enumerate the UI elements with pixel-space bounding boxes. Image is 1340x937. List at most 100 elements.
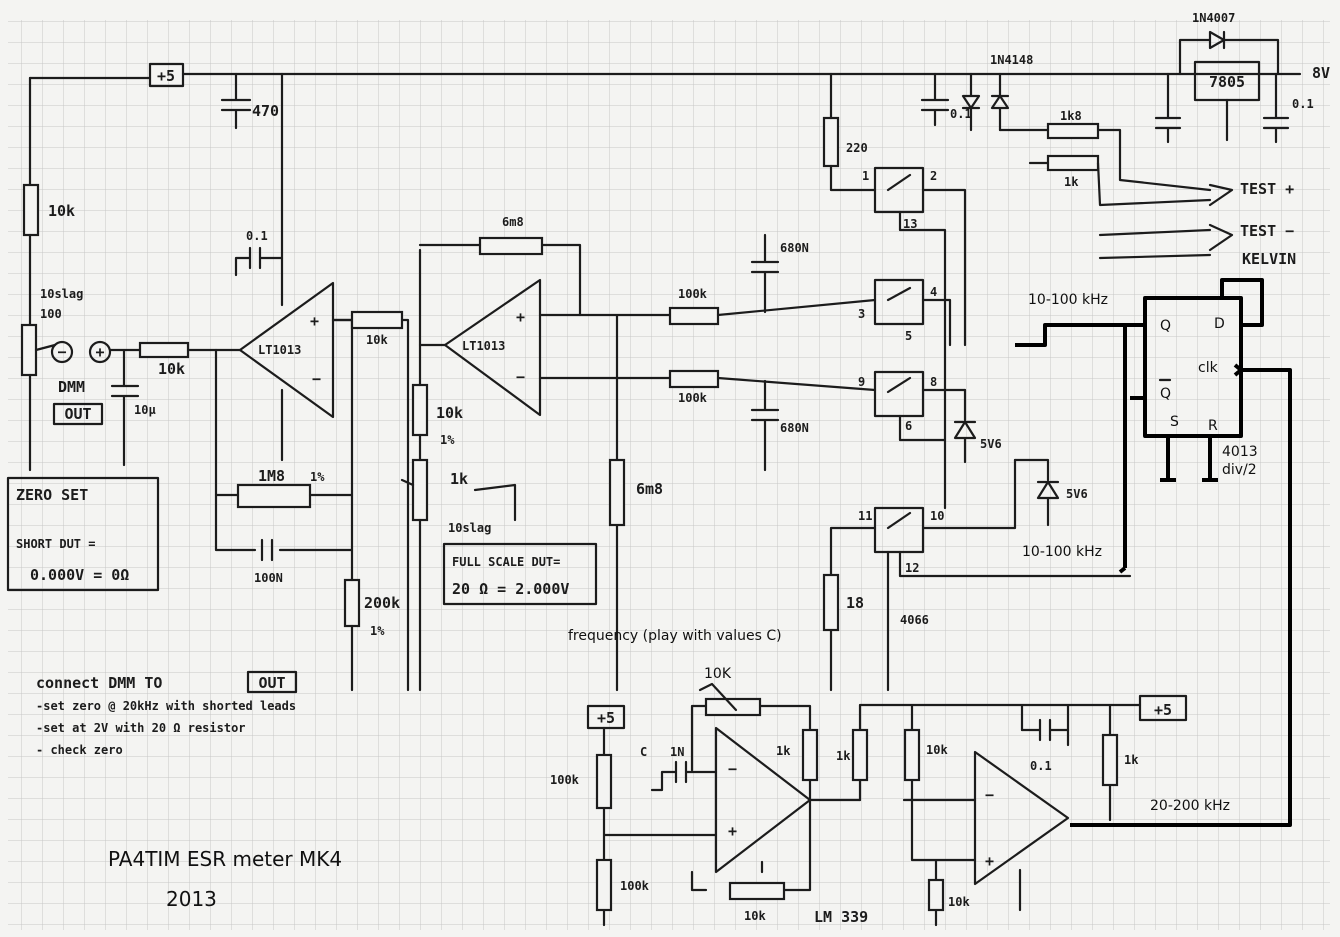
zero-set-box [6, 476, 160, 592]
resistor-1k-label: 1k [1064, 175, 1079, 189]
diodes-1n4148 [961, 72, 1010, 132]
pin-9: 9 [858, 375, 865, 389]
flipflop-qbar: Q [1160, 386, 1171, 402]
plus5-box-mid [586, 704, 626, 730]
freq-top-label: 10-100 kHz [1028, 292, 1108, 308]
plus5-box-right [1138, 694, 1188, 722]
resistor-1k-osc-a [801, 728, 819, 782]
schematic-title: PA4TIM ESR meter MK4 [108, 847, 342, 871]
resistor-6m8-fb [478, 236, 544, 256]
pin-11: 11 [858, 509, 872, 523]
resistor-10k-osc-b-label: 10k [948, 895, 970, 909]
pin-4: 4 [930, 285, 937, 299]
cap-680n-a-label: 680N [780, 241, 809, 255]
resistor-10k-stage2-tol: 1% [440, 433, 455, 447]
pot-1k-wiper [400, 478, 517, 522]
resistor-10k-top-label: 10k [48, 202, 75, 220]
pot-1k [411, 458, 429, 522]
zener-b-label: 5V6 [1066, 487, 1088, 501]
cap-value-label: 1N [670, 745, 684, 759]
zero-set-line1: SHORT DUT = [16, 537, 95, 551]
frequency-note: frequency (play with values C) [568, 628, 782, 644]
opamp1-triangle [238, 281, 335, 419]
resistor-1m8-label: 1M8 [258, 467, 285, 485]
resistor-200k-tol: 1% [370, 624, 385, 638]
comparator-label: LM 339 [814, 908, 868, 926]
plus5-label-right: +5 [1154, 701, 1172, 719]
resistor-1k-osc-b-label: 1k [836, 749, 851, 763]
comparator-a-plus: + [728, 822, 737, 840]
regulator-caps [1154, 72, 1290, 144]
resistor-1m8-tol: 1% [310, 470, 325, 484]
cap-680n-a [750, 233, 780, 314]
cap-01-c-label: 0.1 [1292, 97, 1314, 111]
freq-clk-label: 20-200 kHz [1150, 798, 1230, 814]
plus5-label-mid: +5 [597, 709, 615, 727]
resistor-10k-stage2-label: 10k [436, 404, 463, 422]
connect-line2: -set zero @ 20kHz with shorted leads [36, 699, 296, 713]
connect-out-label: OUT [258, 674, 285, 692]
flipflop-4013-box [1143, 296, 1243, 438]
resistor-10k-osc-b [927, 878, 945, 912]
full-scale-line2: 20 Ω = 2.000V [452, 580, 569, 598]
test-lead-wires [998, 128, 1234, 260]
resistor-100k-osc-a-label: 100k [550, 773, 580, 787]
pin-6: 6 [905, 419, 912, 433]
resistor-10k-osc-fb [728, 881, 786, 901]
resistor-1k-osc-c-label: 1k [1124, 753, 1139, 767]
zener-a [953, 388, 977, 464]
comparator-a-minus: − [728, 760, 737, 778]
pin-2: 2 [930, 169, 937, 183]
resistor-10k-osc-a [903, 728, 921, 782]
resistor-6m8-fb-wire [418, 243, 582, 317]
zero-set-line2: 0.000V = 0Ω [30, 566, 129, 584]
resistor-10k-link [350, 310, 404, 330]
flipflop-wiring [1015, 278, 1292, 827]
kelvin-label: KELVIN [1242, 250, 1296, 268]
resistor-100k-osc-a [595, 753, 613, 810]
osc-divider-wire [602, 726, 718, 927]
to-switch-wires [716, 298, 877, 392]
resistor-100k-a [668, 306, 720, 326]
full-scale-line1: FULL SCALE DUT= [452, 555, 560, 569]
cap-100n-label: 100N [254, 571, 283, 585]
graph-paper-grid [8, 20, 1330, 930]
dmm-out-label: OUT [64, 405, 91, 423]
dmm-label: DMM [58, 378, 85, 396]
pin-10: 10 [930, 509, 944, 523]
comparator-b-wiring [858, 703, 1142, 927]
switch-ic-label: 4066 [900, 613, 929, 627]
cap-680n-b [750, 379, 780, 472]
pot-100-wiper [28, 343, 57, 472]
cap-01-d-label: 0.1 [1030, 759, 1052, 773]
resistor-10k-input-label: 10k [158, 360, 185, 378]
resistor-1k-osc-b [851, 728, 869, 782]
resistor-1k [1046, 154, 1100, 172]
zener-b [1013, 458, 1060, 527]
dmm-out-box [52, 402, 104, 426]
pin-5: 5 [905, 329, 912, 343]
switch-4066-b [873, 278, 925, 326]
comparator-b-minus: − [985, 786, 994, 804]
pin-3: 3 [858, 307, 865, 321]
zener-a-label: 5V6 [980, 437, 1002, 451]
comparator-a-triangle [714, 726, 812, 874]
supply-rail-top [28, 72, 1302, 187]
flipflop-d: D [1214, 316, 1225, 332]
cap-680n-b-label: 680N [780, 421, 809, 435]
resistor-10k-input [138, 341, 190, 359]
diode-1n4007-label: 1N4007 [1192, 11, 1235, 25]
connect-line1: connect DMM TO [36, 674, 162, 692]
flipflop-ic: 4013 [1222, 444, 1258, 460]
cap-01-b-label: 0.1 [950, 107, 972, 121]
dmm-minus-terminal [50, 340, 74, 364]
resistor-200k [343, 578, 361, 628]
schematic-year: 2013 [166, 887, 217, 911]
resistor-100k-a-label: 100k [678, 287, 708, 301]
resistor-100k-osc-b-label: 100k [620, 879, 650, 893]
dmm-plus-terminal [88, 340, 112, 364]
pin-8: 8 [930, 375, 937, 389]
connect-line4: - check zero [36, 743, 123, 757]
resistor-1m8 [236, 483, 312, 509]
